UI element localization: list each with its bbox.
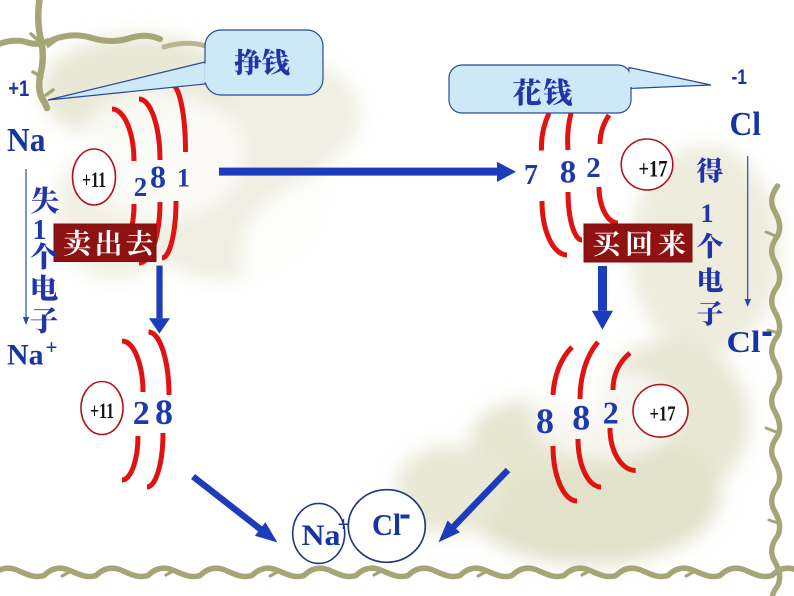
svg-text:2: 2 [586,152,601,184]
svg-text:Na: Na [302,519,341,552]
svg-text:Na: Na [7,339,44,372]
svg-text:1: 1 [701,199,714,228]
svg-text:2: 2 [133,395,150,432]
svg-text:8: 8 [536,401,554,441]
svg-text:Na: Na [7,122,46,159]
svg-text:+: + [46,335,58,359]
svg-text:8: 8 [572,398,590,438]
svg-text:7: 7 [524,160,538,191]
svg-text:8: 8 [155,392,173,432]
svg-text:2: 2 [603,395,619,431]
svg-text:+17: +17 [639,157,668,182]
svg-text:+: + [338,512,350,536]
svg-text:1: 1 [33,215,47,246]
svg-text:8: 8 [560,155,577,191]
svg-text:+11: +11 [90,398,114,423]
svg-text:Cl: Cl [727,324,761,359]
svg-text:-1: -1 [732,66,748,89]
svg-text:8: 8 [150,159,166,195]
svg-text:+17: +17 [650,401,676,425]
svg-text:Cl: Cl [372,507,401,542]
svg-text:1: 1 [177,164,190,193]
svg-text:+11: +11 [82,167,106,192]
svg-text:+1: +1 [8,76,29,101]
svg-text:Cl: Cl [730,106,762,143]
svg-text:2: 2 [134,172,148,202]
